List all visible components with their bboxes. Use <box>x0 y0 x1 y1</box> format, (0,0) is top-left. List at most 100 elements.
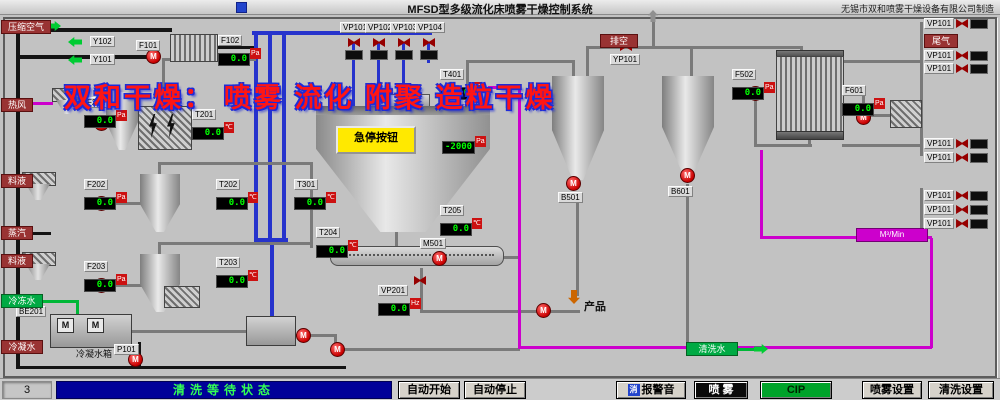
bed-motor-m501[interactable]: M <box>432 251 447 266</box>
chamber-pressure-display: -2000Pa <box>442 136 486 154</box>
sensor-value: 0.0 <box>192 127 224 140</box>
tank-pump-1[interactable]: M <box>296 328 311 343</box>
label-cip-water: 清洗水 <box>686 342 738 356</box>
pipe-segment <box>292 334 336 337</box>
pipe-segment <box>930 238 933 348</box>
agitator-motor[interactable]: M <box>57 318 74 333</box>
tag-yp101: YP101 <box>610 54 641 65</box>
spray-button[interactable]: 喷 雾 <box>694 381 748 399</box>
sensor-f201: F201 0.0Pa <box>84 92 127 128</box>
sensor-t401: T401 0.0℃ <box>440 64 482 100</box>
discharge-pump[interactable]: M <box>536 303 551 318</box>
label-product: 产品 <box>584 301 606 313</box>
pipe-segment <box>27 232 51 235</box>
right-valve-row: VP101 <box>924 50 989 61</box>
valve-icon[interactable] <box>956 19 969 28</box>
pipe-segment <box>216 46 256 49</box>
condenser <box>776 56 844 134</box>
pipe-segment <box>760 236 932 239</box>
sensor-value: 0.0 <box>218 53 250 66</box>
auto-stop-button[interactable]: 自动停止 <box>464 381 526 399</box>
pipe-segment <box>586 46 589 76</box>
pipe-segment <box>572 60 575 78</box>
source-hot-air: 热风 <box>1 98 33 112</box>
page-title: MFSD型多级流化床喷雾干燥控制系统 <box>407 4 593 16</box>
right-valve-row: VP101 <box>924 190 989 201</box>
sensor-value: 0.0 <box>84 279 116 292</box>
mute-icon: 消 <box>627 384 640 396</box>
valve-label: VP101 <box>924 190 955 201</box>
vent-left-arrow-icon <box>68 37 82 47</box>
pipe-segment <box>158 162 161 176</box>
sensor-t203: T203 0.0℃ <box>216 252 258 288</box>
valve-icon[interactable] <box>956 139 969 148</box>
auto-start-button[interactable]: 自动开始 <box>398 381 460 399</box>
valve-icon[interactable] <box>956 205 969 214</box>
pipe-segment <box>158 162 312 165</box>
sensor-label: T205 <box>440 205 465 216</box>
rotary-valve-b601[interactable]: M <box>680 168 695 183</box>
valve-display <box>395 50 413 60</box>
cip-button[interactable]: CIP <box>760 381 832 399</box>
pressure-unit: Pa <box>475 136 486 147</box>
valve-icon[interactable] <box>956 153 969 162</box>
valve-icon[interactable] <box>398 38 410 47</box>
valve-icon[interactable] <box>373 38 385 47</box>
sensor-label: F601 <box>842 85 867 96</box>
agitator-motor[interactable]: M <box>87 318 104 333</box>
tag-y101: Y101 <box>90 54 115 65</box>
mute-alarm-button[interactable]: 消报警音 <box>616 381 686 399</box>
valve-display <box>970 63 989 74</box>
title-bar: MFSD型多级流化床喷雾干燥控制系统 无锡市双和喷雾干燥设备有限公司制造 <box>0 0 1000 16</box>
pipe-segment <box>754 144 812 147</box>
tank-pump-2[interactable]: M <box>330 342 345 357</box>
flow-right-arrow-icon <box>47 21 61 31</box>
sensor-t204: T204 0.0℃ <box>316 222 358 258</box>
sensor-f203: F203 0.0Pa <box>84 256 127 292</box>
pipe-segment <box>76 300 79 316</box>
pipe-segment <box>352 43 355 107</box>
pipe-segment <box>158 242 312 245</box>
pipe-segment <box>395 232 398 248</box>
rotary-valve-b501[interactable]: M <box>566 176 581 191</box>
valve-display <box>370 50 388 60</box>
valve-label: VP101 <box>924 63 955 74</box>
pipe-segment <box>842 60 922 63</box>
page-counter[interactable]: 3 <box>2 381 52 399</box>
valve-icon[interactable] <box>956 191 969 200</box>
source-compressed-air: 压缩空气 <box>1 20 51 34</box>
sensor-unit: Hz <box>410 298 421 309</box>
flow-right-arrow-icon <box>754 344 768 354</box>
source-steam: 蒸汽 <box>1 226 33 240</box>
sensor-t301: T301 0.0℃ <box>294 174 336 210</box>
valve-display <box>420 50 438 60</box>
fan-f101[interactable]: M <box>146 49 161 64</box>
app-icon <box>236 2 247 13</box>
pipe-segment <box>500 256 520 259</box>
valve-label: VP101 <box>924 218 955 229</box>
pipe-segment <box>870 114 892 117</box>
valve-icon[interactable] <box>423 38 435 47</box>
sensor-label: F202 <box>84 179 109 190</box>
valve-icon[interactable] <box>956 64 969 73</box>
valve-icon[interactable] <box>348 38 360 47</box>
pipe-segment <box>518 86 521 348</box>
pressure-value: -2000 <box>442 141 476 154</box>
pipe-segment <box>920 22 923 156</box>
emergency-stop-button[interactable]: 急停按钮 <box>336 126 416 154</box>
source-feed-2: 料液 <box>1 174 33 188</box>
pipe-segment <box>652 22 655 46</box>
pipe-segment <box>338 348 520 351</box>
clean-settings-button[interactable]: 清洗设置 <box>928 381 994 399</box>
tag-y102: Y102 <box>90 36 115 47</box>
pipe-segment <box>104 284 142 287</box>
valve-vp201-icon[interactable] <box>414 276 426 285</box>
valve-icon[interactable] <box>956 219 969 228</box>
valve-label: VP101 <box>924 138 955 149</box>
sensor-value: 0.0 <box>316 245 348 258</box>
pipe-segment <box>576 192 579 296</box>
pipe-segment <box>27 102 53 105</box>
spray-settings-button[interactable]: 喷雾设置 <box>862 381 922 399</box>
valve-icon[interactable] <box>956 51 969 60</box>
